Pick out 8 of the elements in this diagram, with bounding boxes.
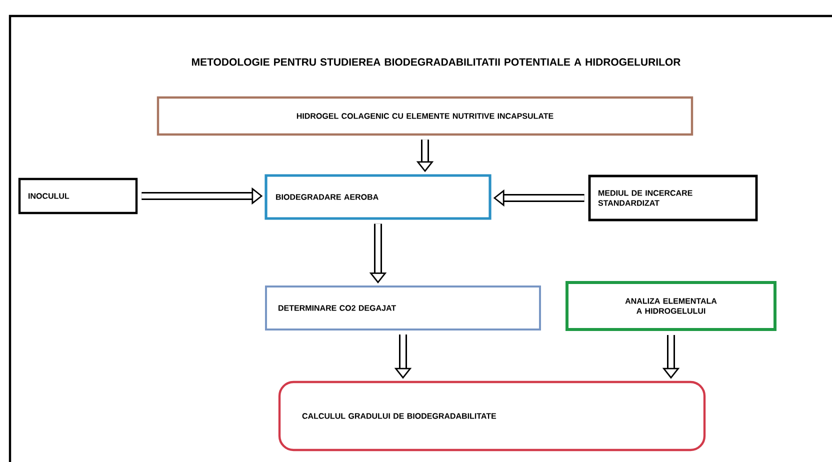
process-box: DETERMINARE CO2 DEGAJAT: [265, 286, 541, 330]
title: METODOLOGIE PENTRU STUDIEREA BIODEGRADABILITATII POTENTIALE A HIDROGELURILOR: [192, 58, 680, 66]
input-box: INOCULUL: [18, 178, 138, 214]
process-box: ANALIZA ELEMENTALA A HIDROGELULUI: [566, 281, 776, 331]
process-box: BIODEGRADARE AEROBA: [264, 174, 492, 220]
input-box: MEDIUL DE INCERCARE STANDARDIZAT: [588, 174, 758, 222]
process-box: HIDROGEL COLAGENIC CU ELEMENTE NUTRITIVE INCAPSULATE: [156, 96, 694, 136]
result-box: CALCULUL GRADULUI DE BIODEGRADABILITATE: [278, 380, 706, 452]
